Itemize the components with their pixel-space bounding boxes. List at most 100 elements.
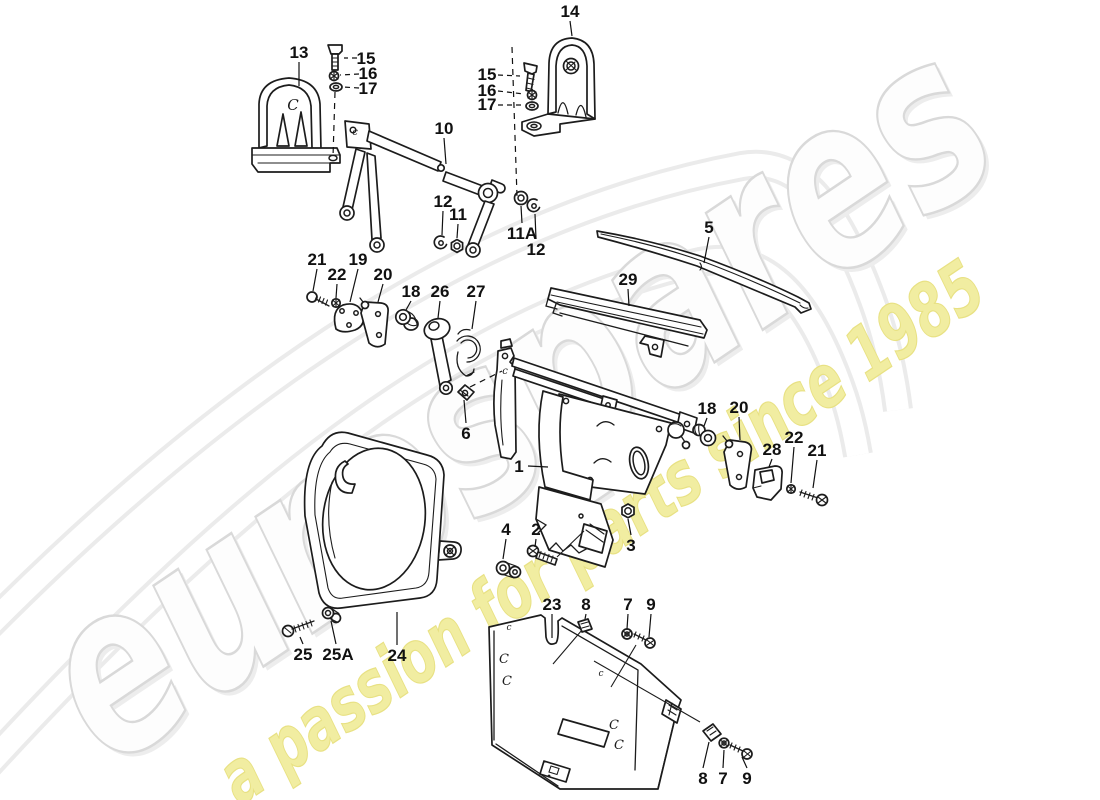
callout-label-10: 10: [435, 119, 454, 138]
callout-leader-22: [790, 446, 795, 484]
callout-1: 1: [514, 457, 549, 476]
callout-leader-18: [703, 417, 708, 427]
callout-label-1: 1: [514, 457, 523, 476]
callout-6: 6: [461, 399, 471, 443]
part-19-plate: [333, 303, 365, 333]
callout-leader-8: [584, 613, 587, 620]
washer-17-left: [329, 82, 343, 92]
callout-label-22: 22: [785, 428, 804, 447]
callout-26: 26: [431, 282, 450, 319]
clip-12-left: [433, 235, 448, 250]
screw-9-upper: [633, 631, 656, 649]
callout-label-4: 4: [501, 520, 511, 539]
callout-leader-9: [741, 756, 748, 769]
callout-4: 4: [501, 520, 511, 560]
helper-line: [593, 660, 701, 723]
callout-leader-3: [627, 518, 632, 536]
callout-label-2: 2: [531, 520, 540, 539]
callout-leader-9: [648, 613, 652, 638]
callout-leader-1: [527, 465, 549, 468]
callout-label-26: 26: [431, 282, 450, 301]
part-14-bracket: [521, 37, 596, 137]
callout-leader-20: [377, 283, 384, 303]
part-10-linkage: [339, 120, 506, 258]
callout-16: 16: [478, 81, 525, 100]
callout-leader-25A: [330, 620, 337, 645]
part-18-bushing-right: [692, 423, 717, 447]
part-29-rail: [545, 287, 708, 358]
callout-leader-22: [335, 283, 338, 299]
washer-16-left: [328, 70, 340, 82]
callout-12: 12: [434, 192, 452, 236]
washer-11a: [513, 190, 529, 206]
watermark-swoosh: [0, 149, 913, 775]
nut-11: [450, 238, 464, 254]
callout-label-7: 7: [623, 595, 632, 614]
callout-8: 8: [581, 595, 591, 620]
callout-label-8: 8: [581, 595, 590, 614]
callout-29: 29: [619, 270, 638, 307]
callout-leader-6: [463, 399, 467, 424]
callout-leader-11A: [520, 205, 523, 224]
callout-14: 14: [561, 2, 580, 37]
callout-15: 15: [478, 65, 521, 84]
callout-leader-12: [441, 210, 444, 236]
callout-leader-10: [443, 137, 447, 165]
part-20-bracket-left: [359, 297, 389, 348]
callout-label-17: 17: [478, 95, 497, 114]
callout-label-27: 27: [467, 282, 486, 301]
cast-mark: C: [614, 738, 624, 753]
callout-leader-25: [299, 636, 304, 645]
callout-label-25A: 25A: [322, 645, 353, 664]
callout-leader-12: [534, 213, 537, 240]
callout-leader-21: [812, 459, 818, 489]
callout-label-29: 29: [619, 270, 638, 289]
cast-mark: C: [287, 96, 299, 114]
washer-17-right: [525, 101, 539, 111]
callout-11: 11: [449, 205, 467, 239]
callout-label-11A: 11A: [507, 224, 537, 243]
callout-label-24: 24: [388, 646, 407, 665]
callout-leader-20: [738, 416, 741, 441]
callout-7: 7: [718, 749, 728, 788]
part-1-frame: [493, 338, 698, 568]
callout-15: 15: [344, 49, 375, 68]
callout-22: 22: [328, 265, 347, 299]
callout-13: 13: [290, 43, 309, 86]
callout-leader-29: [627, 288, 630, 307]
callout-label-13: 13: [290, 43, 309, 62]
cast-mark: C: [499, 652, 509, 667]
callout-label-9: 9: [646, 595, 655, 614]
clip-8-upper: [577, 618, 593, 633]
part-18-bushing-left: [394, 308, 419, 331]
callout-leader-18: [405, 300, 412, 311]
cast-mark: C: [502, 674, 512, 689]
callout-label-9: 9: [742, 769, 751, 788]
callout-leader-17: [342, 86, 360, 89]
cast-mark: c: [598, 669, 603, 679]
part-3-nut: [621, 503, 635, 519]
callout-21: 21: [808, 441, 827, 489]
screw-25: [281, 619, 315, 638]
clip-12-right: [526, 198, 541, 213]
parts-artwork: [251, 37, 829, 790]
callout-label-21: 21: [808, 441, 827, 460]
callout-label-22: 22: [328, 265, 347, 284]
callout-label-18: 18: [402, 282, 421, 301]
callout-9: 9: [741, 756, 752, 788]
callout-leader-14: [569, 20, 573, 37]
callout-label-15: 15: [478, 65, 497, 84]
washer-7-upper: [621, 628, 633, 640]
callout-leader-16: [339, 73, 360, 76]
callout-18: 18: [402, 282, 421, 311]
callout-leader-19: [349, 268, 359, 303]
screw-21-right: [799, 489, 829, 507]
callout-24: 24: [388, 612, 407, 665]
callout-21: 21: [308, 250, 327, 292]
callout-20: 20: [374, 265, 392, 303]
washer-16-right: [526, 89, 538, 101]
callout-label-21: 21: [308, 250, 327, 269]
cast-mark: C: [609, 718, 619, 733]
